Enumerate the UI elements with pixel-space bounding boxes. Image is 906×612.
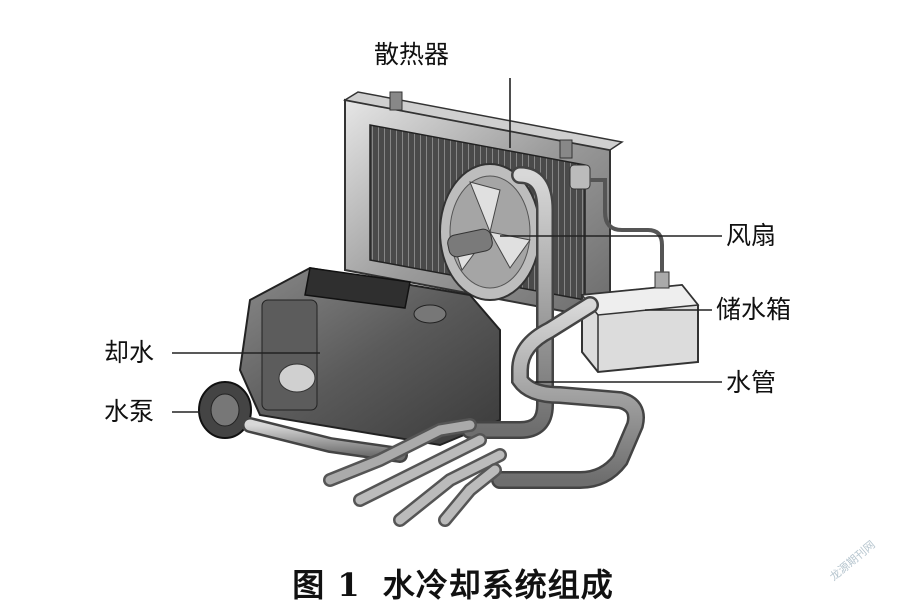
water-pump (198, 381, 252, 439)
figure-title: 水冷却系统组成 (382, 566, 614, 604)
figure-caption: 图 1 水冷却系统组成 (0, 560, 906, 606)
fan-label: 风扇 (726, 221, 777, 250)
reservoir-label: 储水箱 (716, 295, 792, 324)
water-pipe-label: 水管 (726, 368, 777, 397)
leader-lines (172, 78, 722, 413)
engine-block (238, 266, 501, 447)
water-pump-label: 水泵 (104, 397, 155, 426)
fan (439, 163, 541, 301)
water-pipes (242, 166, 645, 527)
reservoir (580, 178, 700, 374)
cooling-water-label: 却水 (104, 338, 155, 367)
figure-number: 图 1 (292, 566, 361, 604)
radiator-label: 散热器 (374, 40, 450, 69)
